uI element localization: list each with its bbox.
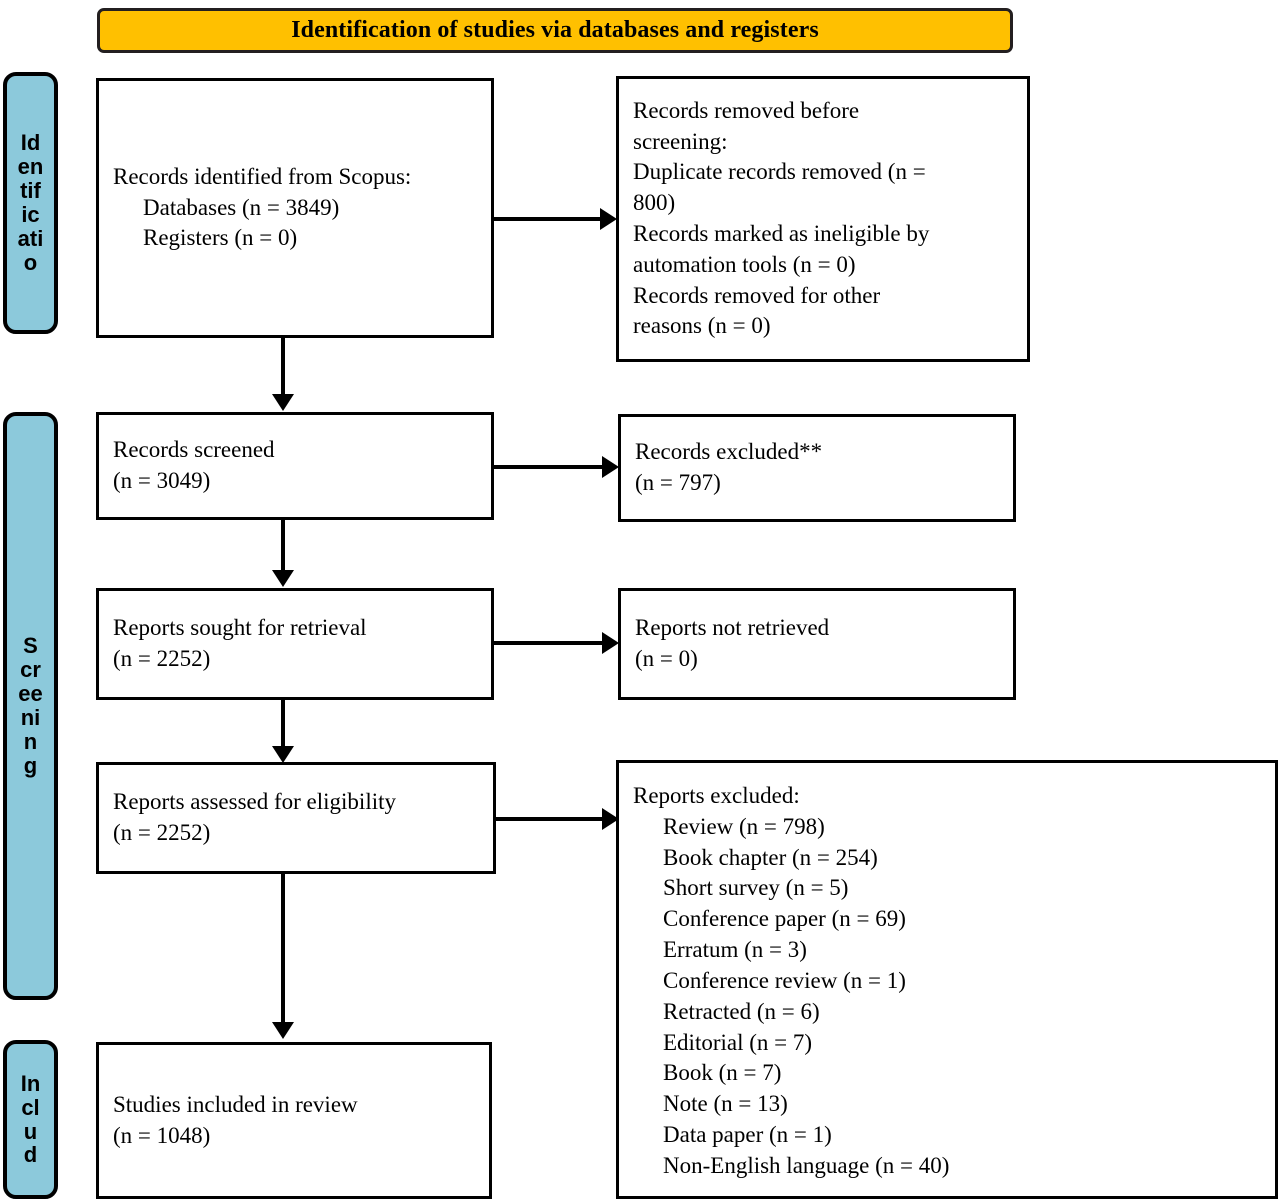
- arrow-assessed-to-included: [272, 874, 294, 1044]
- text-line: 800): [633, 190, 676, 216]
- text-line: (n = 3049): [113, 468, 211, 493]
- arrow-screened-to-excluded: [494, 456, 634, 478]
- box-reports-not-retrieved: Reports not retrieved (n = 0): [618, 588, 1016, 700]
- box-reports-sought-for-retrieval: Reports sought for retrieval (n = 2252): [96, 588, 494, 700]
- text-line: Records marked as ineligible by: [633, 221, 930, 246]
- box-records-removed-text: Records removed before screening: Duplic…: [633, 96, 1013, 343]
- box-records-identified: Records identified from Scopus: Database…: [96, 78, 494, 338]
- arrow-identified-to-screened: [272, 338, 294, 414]
- box-studies-included-in-review: Studies included in review (n = 1048): [96, 1042, 492, 1199]
- text-line: (n = 2252): [113, 820, 211, 845]
- stage-label-screening: Screening: [3, 412, 58, 1000]
- box-records-removed-before-screening: Records removed before screening: Duplic…: [616, 76, 1030, 362]
- text-line: Studies included in review: [113, 1091, 358, 1117]
- text-line: Records removed before: [633, 97, 860, 123]
- box-records-excluded-text: Records excluded** (n = 797): [635, 437, 999, 499]
- list-item: Review (n = 798): [663, 813, 825, 839]
- text-line: Reports sought for retrieval: [113, 615, 367, 641]
- box-reports-not-retrieved-text: Reports not retrieved (n = 0): [635, 613, 999, 675]
- text-line: screening:: [633, 128, 728, 154]
- diagram-title-banner: Identification of studies via databases …: [97, 8, 1013, 53]
- text-line: Records removed for other: [633, 282, 881, 308]
- list-item: Erratum (n = 3): [663, 937, 807, 963]
- text-line: Duplicate records removed (n =: [633, 159, 926, 185]
- box-records-identified-text: Records identified from Scopus: Database…: [113, 162, 477, 254]
- list-item: Editorial (n = 7): [663, 1029, 813, 1055]
- text-line: Reports not retrieved: [635, 615, 830, 641]
- box-reports-assessed-text: Reports assessed for eligibility (n = 22…: [113, 787, 479, 849]
- list-item: Short survey (n = 5): [663, 875, 849, 901]
- text-line: reasons (n = 0): [633, 313, 771, 339]
- list-item: Retracted (n = 6): [663, 998, 820, 1024]
- text-line: Records screened: [113, 437, 275, 463]
- text-line: Records identified from Scopus:: [113, 163, 412, 189]
- box-reports-assessed-for-eligibility: Reports assessed for eligibility (n = 22…: [96, 762, 496, 874]
- text-line: Registers (n = 0): [143, 225, 298, 251]
- list-item: Conference paper (n = 69): [663, 906, 906, 932]
- text-line: automation tools (n = 0): [633, 251, 856, 277]
- text-line: (n = 0): [635, 646, 698, 671]
- box-reports-sought-text: Reports sought for retrieval (n = 2252): [113, 613, 477, 675]
- list-item: Conference review (n = 1): [663, 967, 906, 993]
- stage-label-included: Includ: [3, 1040, 58, 1199]
- stage-label-identification: Identificatio: [3, 72, 58, 334]
- box-records-excluded: Records excluded** (n = 797): [618, 414, 1016, 522]
- list-item: Note (n = 13): [663, 1091, 788, 1117]
- stage-label-identification-text: Identificatio: [17, 130, 44, 275]
- box-reports-excluded: Reports excluded: Review (n = 798) Book …: [616, 760, 1278, 1199]
- text-line: Databases (n = 3849): [143, 194, 340, 220]
- box-reports-excluded-text: Reports excluded: Review (n = 798) Book …: [633, 781, 1261, 1182]
- box-studies-included-text: Studies included in review (n = 1048): [113, 1090, 475, 1152]
- reports-excluded-heading: Reports excluded:: [633, 783, 800, 808]
- arrow-identified-to-removed: [494, 208, 633, 230]
- arrow-sought-to-assessed: [272, 700, 294, 766]
- box-records-screened: Records screened (n = 3049): [96, 412, 494, 520]
- text-line: (n = 1048): [113, 1122, 211, 1148]
- list-item: Book chapter (n = 254): [663, 844, 878, 870]
- arrow-assessed-to-reports-excluded: [496, 808, 636, 830]
- text-line: (n = 2252): [113, 646, 211, 671]
- list-item: Book (n = 7): [663, 1060, 782, 1086]
- arrow-screened-to-sought: [272, 520, 294, 590]
- text-line: Records excluded**: [635, 439, 823, 465]
- list-item: Data paper (n = 1): [663, 1121, 832, 1147]
- stage-label-included-text: Includ: [20, 1070, 41, 1168]
- text-line: (n = 797): [635, 470, 721, 495]
- stage-label-screening-text: Screening: [18, 633, 43, 778]
- box-records-screened-text: Records screened (n = 3049): [113, 435, 477, 497]
- arrow-sought-to-not-retrieved: [494, 632, 634, 654]
- text-line: Reports assessed for eligibility: [113, 789, 396, 815]
- diagram-title-text: Identification of studies via databases …: [291, 17, 819, 43]
- list-item: Non-English language (n = 40): [663, 1152, 950, 1178]
